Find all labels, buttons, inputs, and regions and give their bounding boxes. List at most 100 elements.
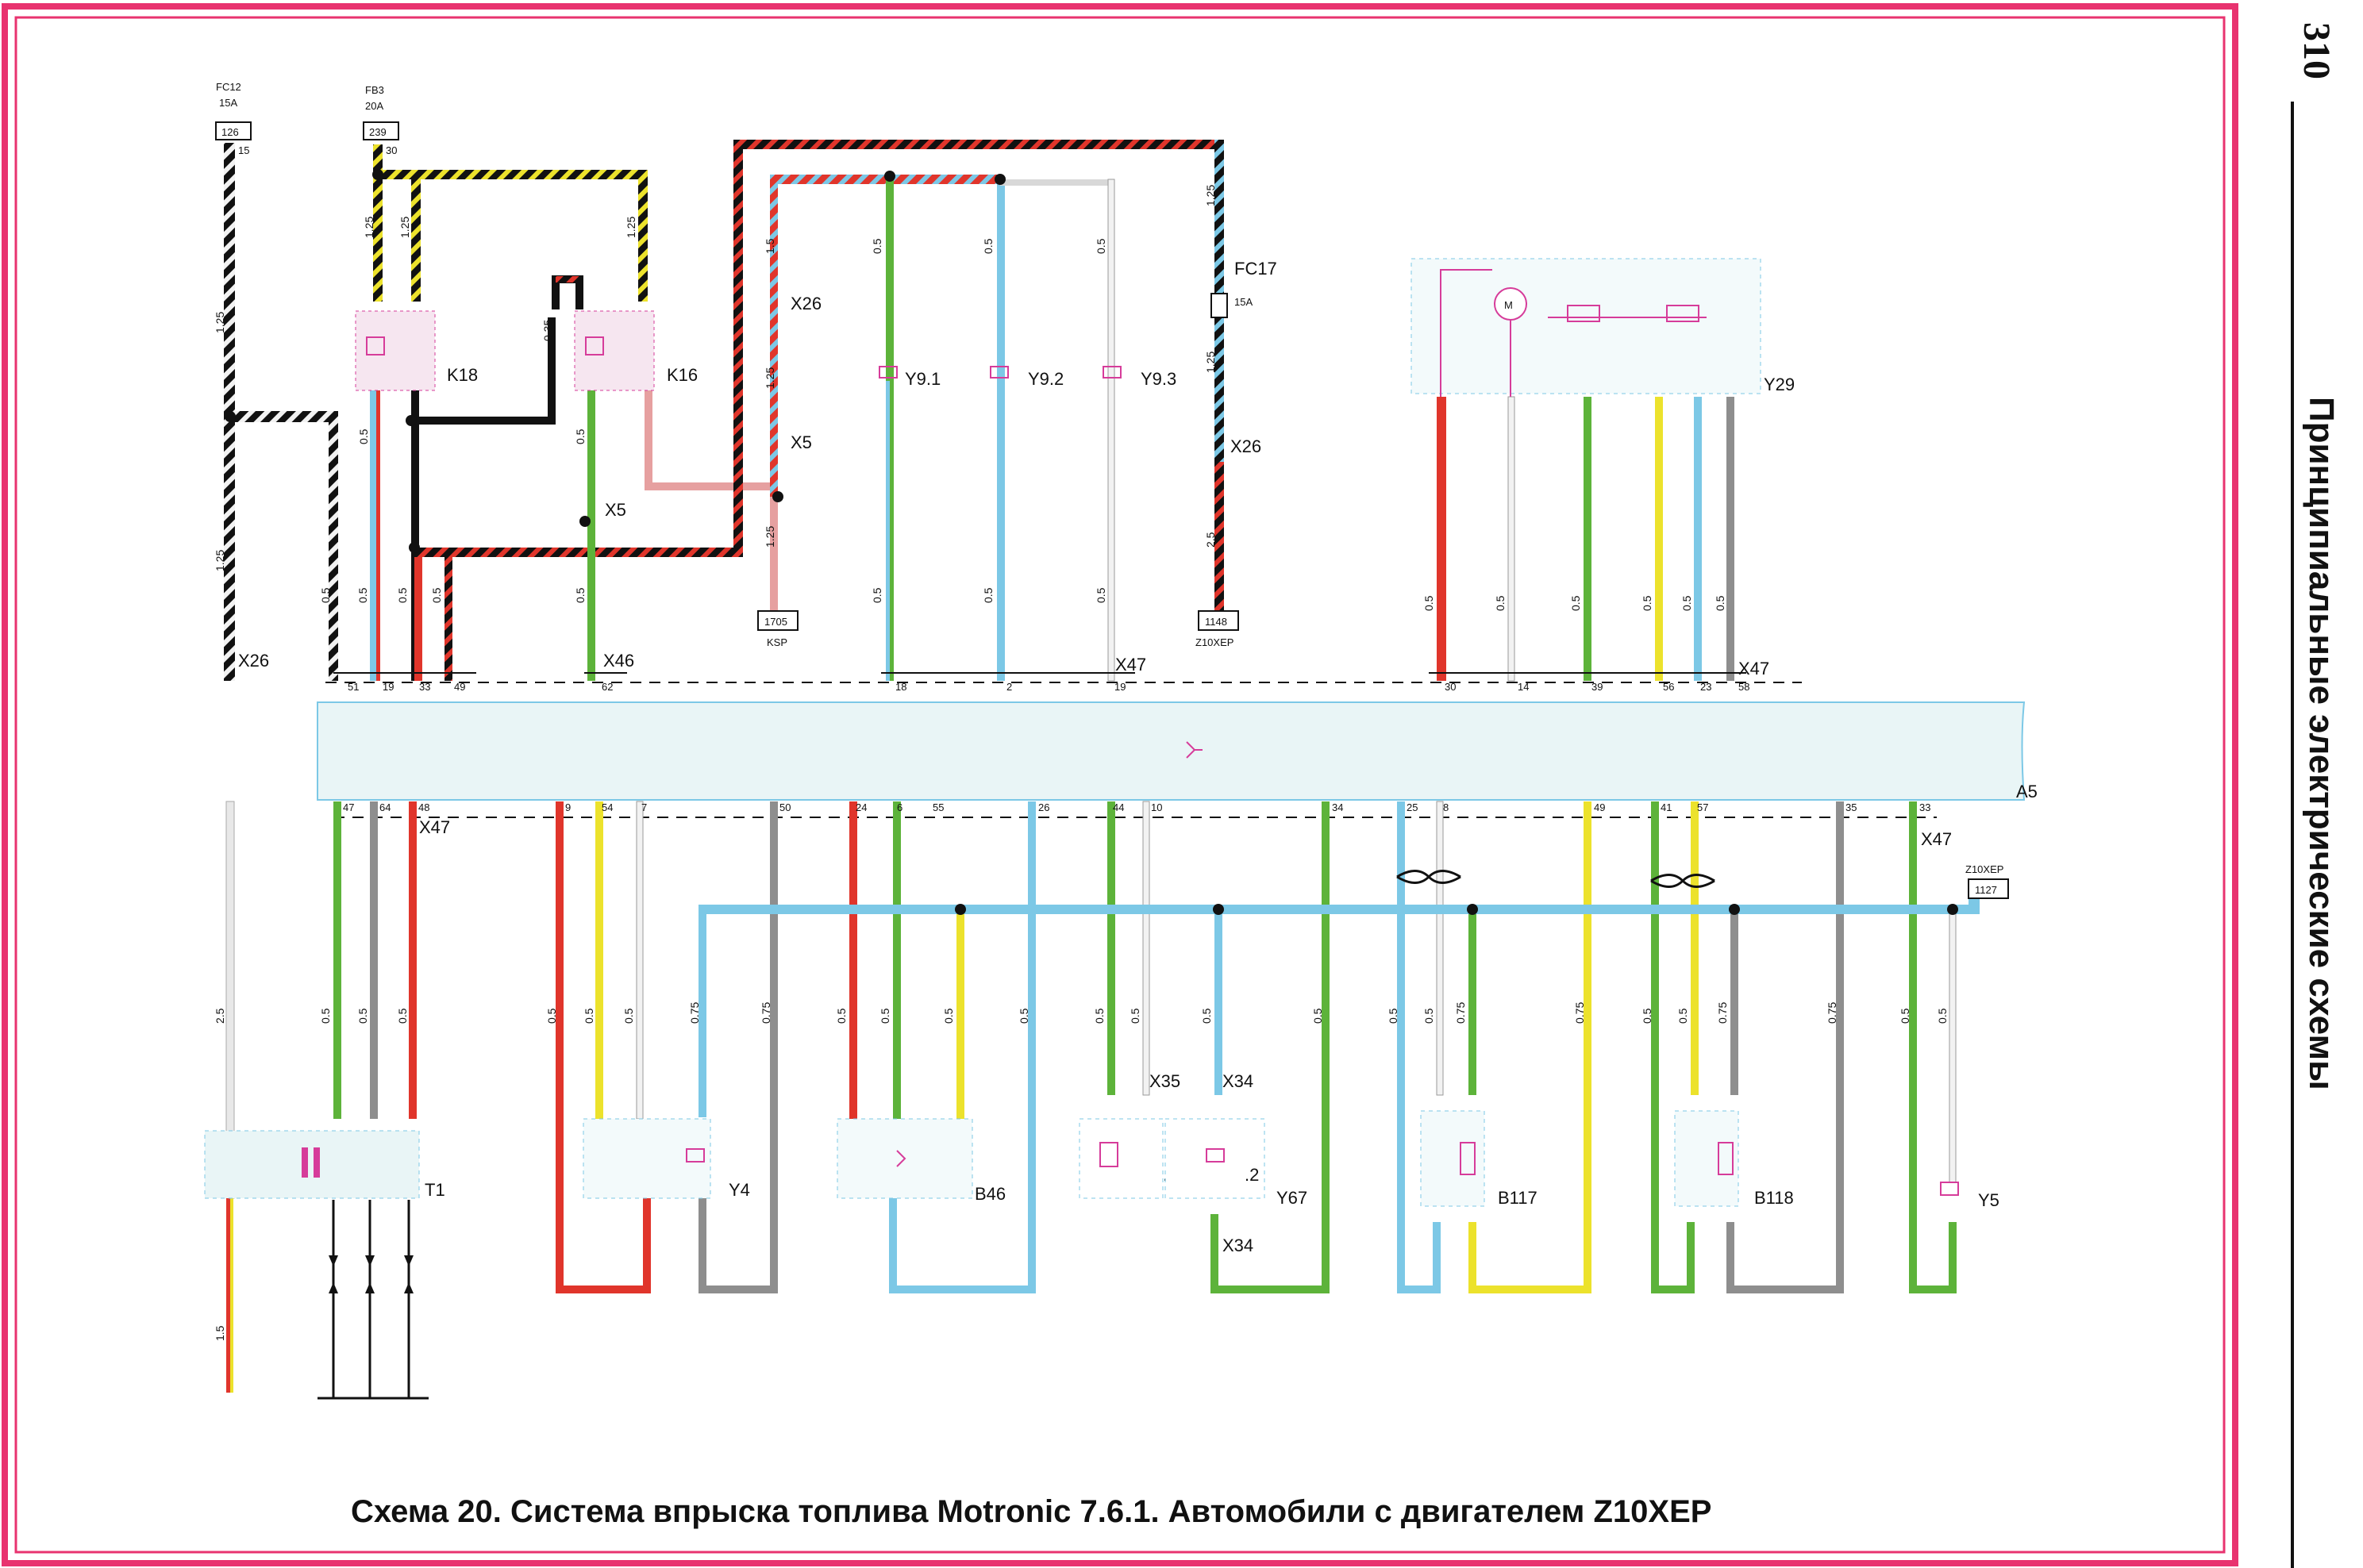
svg-text:0.5: 0.5 bbox=[1095, 238, 1107, 254]
svg-text:15A: 15A bbox=[1234, 296, 1253, 308]
svg-text:X34: X34 bbox=[1222, 1236, 1253, 1255]
svg-text:0.5: 0.5 bbox=[1676, 1008, 1689, 1024]
svg-text:1.25: 1.25 bbox=[625, 217, 637, 238]
svg-text:0.5: 0.5 bbox=[319, 587, 332, 603]
svg-text:0.5: 0.5 bbox=[879, 1008, 891, 1024]
transformer-t1: T1 bbox=[204, 1130, 445, 1200]
valve-y67: X34 .2 Y67 X34 bbox=[1164, 1071, 1307, 1255]
svg-text:A5: A5 bbox=[2016, 782, 2038, 801]
svg-text:K18: K18 bbox=[447, 365, 478, 385]
svg-text:0.5: 0.5 bbox=[574, 429, 587, 444]
svg-text:10: 10 bbox=[1151, 801, 1162, 813]
svg-text:X5: X5 bbox=[605, 500, 626, 520]
relay-k18: K18 bbox=[355, 310, 478, 391]
svg-text:0.5: 0.5 bbox=[396, 587, 409, 603]
svg-text:0.5: 0.5 bbox=[1899, 1008, 1911, 1024]
svg-text:34: 34 bbox=[1332, 801, 1343, 813]
fuse-fc12: FC12 15A 126 15 bbox=[215, 81, 252, 156]
svg-text:0.5: 0.5 bbox=[1641, 595, 1653, 611]
svg-text:41: 41 bbox=[1661, 801, 1672, 813]
svg-text:X47: X47 bbox=[1115, 655, 1146, 674]
injector-y9-2: Y9.2 bbox=[990, 366, 1064, 389]
svg-text:0.5: 0.5 bbox=[545, 1008, 558, 1024]
pin-numbers-bottom: 47 64 48 9 54 7 50 24 6 55 26 44 10 34 2… bbox=[343, 801, 1930, 813]
svg-text:24: 24 bbox=[856, 801, 867, 813]
svg-text:0.5: 0.5 bbox=[356, 1008, 369, 1024]
solenoid-icon bbox=[1103, 366, 1122, 379]
injector-y9-1: Y9.1 bbox=[879, 366, 941, 389]
valve-y4: Y4 bbox=[583, 1118, 750, 1200]
svg-text:X47: X47 bbox=[1921, 829, 1952, 849]
section-title: Принципиальные электрические схемы bbox=[2302, 397, 2341, 1090]
svg-text:0.5: 0.5 bbox=[1311, 1008, 1324, 1024]
svg-text:1.25: 1.25 bbox=[214, 550, 226, 571]
svg-text:51: 51 bbox=[348, 681, 359, 693]
terminal-ksp: 1705 KSP bbox=[757, 610, 799, 648]
svg-text:1127: 1127 bbox=[1975, 884, 1997, 896]
svg-text:0.5: 0.5 bbox=[1680, 595, 1693, 611]
svg-text:Y67: Y67 bbox=[1276, 1188, 1307, 1208]
svg-text:X35: X35 bbox=[1149, 1071, 1180, 1091]
svg-text:0.5: 0.5 bbox=[622, 1008, 635, 1024]
svg-text:Y9.1: Y9.1 bbox=[905, 369, 941, 389]
pin-numbers-top: 51 19 33 49 62 18 2 19 30 14 39 56 23 58 bbox=[348, 681, 1749, 693]
svg-text:1.25: 1.25 bbox=[214, 312, 226, 333]
svg-text:25: 25 bbox=[1407, 801, 1418, 813]
svg-text:126: 126 bbox=[221, 126, 239, 138]
svg-text:54: 54 bbox=[602, 801, 613, 813]
svg-text:7: 7 bbox=[641, 801, 647, 813]
svg-text:0.5: 0.5 bbox=[982, 238, 995, 254]
svg-text:20A: 20A bbox=[365, 100, 383, 112]
wires-top bbox=[224, 140, 1734, 682]
svg-text:1.25: 1.25 bbox=[363, 217, 375, 238]
svg-text:B118: B118 bbox=[1754, 1188, 1794, 1208]
svg-text:0.5: 0.5 bbox=[430, 587, 443, 603]
solenoid-icon bbox=[1940, 1182, 1959, 1196]
svg-text:1.5: 1.5 bbox=[214, 1325, 226, 1341]
svg-text:48: 48 bbox=[418, 801, 429, 813]
svg-text:0.5: 0.5 bbox=[1095, 587, 1107, 603]
svg-text:0.5: 0.5 bbox=[942, 1008, 955, 1024]
svg-text:FB3: FB3 bbox=[365, 84, 384, 96]
svg-text:0.5: 0.5 bbox=[356, 587, 369, 603]
svg-text:Y5: Y5 bbox=[1978, 1190, 1999, 1210]
fuse-fc17: FC17 15A bbox=[1210, 259, 1277, 318]
svg-text:49: 49 bbox=[1594, 801, 1605, 813]
svg-text:0.5: 0.5 bbox=[871, 238, 883, 254]
valve-y5: Y5 bbox=[1940, 1182, 1999, 1210]
svg-text:15A: 15A bbox=[219, 97, 237, 109]
svg-text:1.5: 1.5 bbox=[764, 238, 776, 254]
svg-text:0.5: 0.5 bbox=[1129, 1008, 1141, 1024]
relay-icon bbox=[585, 336, 604, 355]
twisted-pair-marks bbox=[1396, 870, 1715, 888]
svg-text:1.25: 1.25 bbox=[764, 367, 776, 389]
solenoid-icon bbox=[686, 1148, 705, 1163]
wire-gauges: 1.25 1.25 1.25 1.25 1.25 1.25 1.25 1.25 … bbox=[214, 185, 1949, 1341]
svg-text:Z10XEP: Z10XEP bbox=[1195, 636, 1233, 648]
svg-text:0.5: 0.5 bbox=[835, 1008, 848, 1024]
svg-text:Y29: Y29 bbox=[1764, 375, 1795, 394]
svg-text:B117: B117 bbox=[1498, 1188, 1537, 1208]
svg-text:14: 14 bbox=[1518, 681, 1529, 693]
svg-text:50: 50 bbox=[779, 801, 791, 813]
svg-text:30: 30 bbox=[386, 144, 397, 156]
solenoid-icon bbox=[879, 366, 898, 379]
svg-text:0.5: 0.5 bbox=[1200, 1008, 1213, 1024]
svg-text:1.25: 1.25 bbox=[764, 526, 776, 548]
svg-text:57: 57 bbox=[1697, 801, 1708, 813]
svg-text:15: 15 bbox=[238, 144, 249, 156]
svg-text:0.5: 0.5 bbox=[583, 1008, 595, 1024]
sensor-b117: B117 bbox=[1420, 1110, 1537, 1208]
svg-text:39: 39 bbox=[1591, 681, 1603, 693]
svg-text:44: 44 bbox=[1113, 801, 1124, 813]
svg-text:0.75: 0.75 bbox=[1826, 1002, 1838, 1024]
svg-text:0.75: 0.75 bbox=[760, 1002, 772, 1024]
wires-bottom bbox=[225, 801, 1980, 1400]
sensor-icon bbox=[896, 1150, 906, 1167]
svg-text:FC12: FC12 bbox=[216, 81, 241, 93]
svg-text:64: 64 bbox=[379, 801, 391, 813]
svg-text:0.35: 0.35 bbox=[541, 320, 554, 341]
terminal-z10xep-right: Z10XEP 1127 bbox=[1965, 863, 2009, 899]
svg-text:1.25: 1.25 bbox=[398, 217, 411, 238]
injector-y9-3: Y9.3 bbox=[1103, 366, 1176, 389]
